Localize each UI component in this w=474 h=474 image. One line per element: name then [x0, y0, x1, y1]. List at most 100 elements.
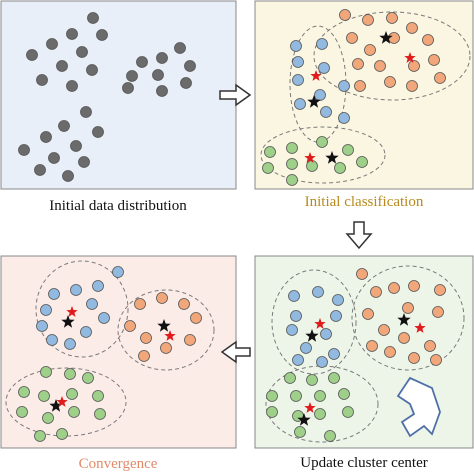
- gray-data-point: [80, 106, 92, 118]
- current-center-star: [414, 322, 426, 333]
- blue-data-point: [330, 310, 342, 322]
- green-data-point: [286, 158, 298, 170]
- transition-arrows: [219, 83, 441, 438]
- blue-data-point: [36, 320, 48, 332]
- blue-data-point: [318, 62, 330, 74]
- green-data-point: [16, 406, 28, 418]
- previous-center-star: [157, 319, 171, 332]
- orange-data-point: [386, 12, 398, 24]
- current-center-star: [304, 402, 316, 413]
- gray-data-point: [86, 64, 98, 76]
- blue-data-point: [332, 294, 344, 306]
- green-data-point: [324, 430, 336, 442]
- caption-update-center: Update cluster center: [300, 455, 428, 471]
- orange-data-point: [402, 302, 414, 314]
- orange-data-point: [406, 80, 418, 92]
- orange-data-point: [356, 268, 368, 280]
- orange-data-point: [364, 44, 376, 56]
- blue-data-point: [80, 326, 92, 338]
- orange-cluster-boundary: [117, 289, 215, 371]
- green-data-point: [290, 390, 302, 402]
- orange-data-point: [354, 80, 366, 92]
- orange-data-point: [424, 340, 436, 352]
- orange-data-point: [384, 76, 396, 88]
- orange-data-point: [428, 54, 440, 66]
- orange-data-point: [160, 342, 172, 354]
- green-data-point: [286, 142, 298, 154]
- gray-data-point: [18, 144, 30, 156]
- blue-data-point: [64, 338, 76, 350]
- orange-data-point: [178, 298, 190, 310]
- current-center-star: [310, 70, 322, 81]
- green-data-point: [64, 368, 76, 380]
- gray-data-point: [56, 60, 68, 72]
- blue-cluster-boundary: [271, 269, 357, 375]
- green-data-point: [40, 366, 52, 378]
- green-data-point: [314, 390, 326, 402]
- green-data-point: [284, 372, 296, 384]
- blue-data-point: [288, 290, 300, 302]
- current-center-star: [164, 330, 176, 341]
- current-center-star: [314, 318, 326, 329]
- gray-data-point: [136, 56, 148, 68]
- gray-data-point: [76, 46, 88, 58]
- gray-data-point: [180, 77, 192, 89]
- gray-data-point: [36, 74, 48, 86]
- gray-data-point: [156, 85, 168, 97]
- green-data-point: [334, 162, 346, 174]
- green-data-point: [338, 388, 350, 400]
- current-center-star: [304, 152, 316, 163]
- current-center-star: [56, 396, 68, 407]
- orange-data-point: [366, 340, 378, 352]
- blue-data-point: [294, 98, 306, 110]
- blue-data-point: [292, 74, 304, 86]
- orange-data-point: [138, 350, 150, 362]
- gray-data-point: [156, 52, 168, 64]
- green-data-point: [328, 372, 340, 384]
- blue-data-point: [338, 112, 350, 124]
- previous-center-star: [297, 413, 311, 426]
- green-data-point: [38, 390, 50, 402]
- blue-data-point: [48, 288, 60, 300]
- data-points: [16, 9, 446, 442]
- green-data-point: [34, 430, 46, 442]
- green-data-point: [356, 156, 368, 168]
- green-data-point: [286, 174, 298, 186]
- blue-data-point: [312, 286, 324, 298]
- hollow-arrow-icon: [345, 221, 373, 250]
- gray-data-point: [92, 126, 104, 138]
- blue-data-point: [112, 266, 124, 278]
- orange-data-point: [408, 280, 420, 292]
- blue-data-point: [92, 280, 104, 292]
- gray-data-point: [26, 49, 38, 61]
- gray-data-point: [126, 70, 138, 82]
- panel-initial-data: [0, 0, 237, 190]
- blue-data-point: [328, 348, 340, 360]
- orange-data-point: [352, 58, 364, 70]
- caption-convergence: Convergence: [78, 456, 158, 472]
- gray-data-point: [46, 38, 58, 50]
- current-center-star: [404, 52, 416, 63]
- gray-data-point: [66, 28, 78, 40]
- orange-data-point: [339, 9, 351, 21]
- previous-center-star: [325, 151, 339, 164]
- green-data-point: [92, 390, 104, 402]
- gray-data-point: [34, 164, 46, 176]
- green-data-point: [342, 144, 354, 156]
- blue-data-point: [316, 356, 328, 368]
- orange-data-point: [190, 312, 202, 324]
- gray-data-point: [66, 80, 78, 92]
- orange-data-point: [432, 306, 444, 318]
- green-data-point: [266, 390, 278, 402]
- green-data-point: [68, 406, 80, 418]
- green-data-point: [306, 374, 318, 386]
- green-data-point: [94, 408, 106, 420]
- orange-data-point: [124, 320, 136, 332]
- blue-data-point: [286, 324, 298, 336]
- gray-data-point: [174, 42, 186, 54]
- previous-center-star: [61, 315, 75, 328]
- green-cluster-boundary: [260, 126, 386, 184]
- hollow-arrow-icon: [220, 340, 251, 364]
- blue-data-point: [314, 89, 326, 101]
